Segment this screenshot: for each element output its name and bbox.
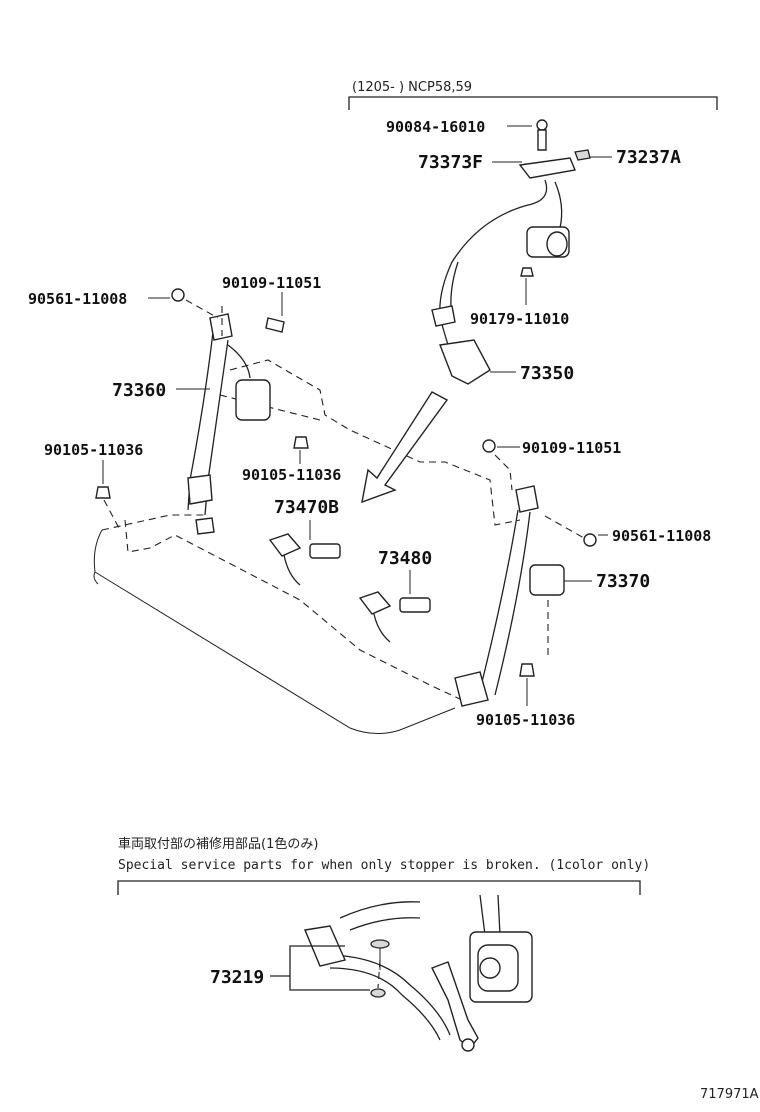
bolt-90561-left [171,288,185,302]
left-belt-assembly [95,288,309,535]
clip-73237A [574,149,591,161]
label-73350: 73350 [520,363,574,384]
center-retractor-belt [431,119,591,385]
leader-lines [102,125,612,706]
label-90561-11008-right: 90561-11008 [612,527,711,545]
upper-anchor-right [515,485,539,513]
stopper-lower [370,988,386,998]
label-73219: 73219 [210,967,264,988]
label-73470B: 73470B [274,497,339,518]
belt-guide [431,305,456,327]
label-90105-11036-center: 90105-11036 [242,466,341,484]
bolt-90105-left [95,486,111,499]
bolt-90109-right [482,439,496,453]
bolt-90105-center [293,436,309,449]
label-90109-11051-right: 90109-11051 [522,439,621,457]
label-73370: 73370 [596,571,650,592]
indicator-arrow [361,391,449,504]
nut-90179 [520,267,534,277]
buckle-73470B [268,533,341,586]
bolt-90109-left [265,317,285,333]
label-73237A: 73237A [616,147,681,168]
stopper-upper [370,939,390,949]
label-73360: 73360 [112,380,166,401]
label-90105-11036-right: 90105-11036 [476,711,575,729]
top-range-bracket: (1205- ) NCP58,59 [348,80,718,110]
label-90105-11036-left: 90105-11036 [44,441,143,459]
part-labels: 90084-16010 73373F 73237A 90179-11010 73… [28,118,711,729]
buckle-73480 [358,591,431,643]
service-section: 車両取付部の補修用部品(1色のみ) Special service parts … [117,836,650,1052]
service-note-japanese: 車両取付部の補修用部品(1色のみ) [118,836,318,852]
bolt-90561-right [583,533,597,547]
range-note: (1205- ) NCP58,59 [352,80,472,95]
right-belt-assembly [454,439,597,707]
bolt-90084 [536,119,548,131]
label-73373F: 73373F [418,152,483,173]
bolt-90105-right [519,663,535,677]
figure-id: 717971A [700,1087,759,1102]
buckle-tongue-73350 [439,339,491,385]
service-note-english: Special service parts for when only stop… [118,858,650,873]
label-73480: 73480 [378,548,432,569]
label-90109-11051-left: 90109-11051 [222,274,321,292]
label-90179-11010: 90179-11010 [470,310,569,328]
label-90561-11008-left: 90561-11008 [28,290,127,308]
left-retractor [235,379,271,421]
label-90084-16010: 90084-16010 [386,118,485,136]
right-retractor [529,564,565,596]
upper-anchor-left [209,313,233,341]
anchor-cover-73373F [518,157,576,179]
